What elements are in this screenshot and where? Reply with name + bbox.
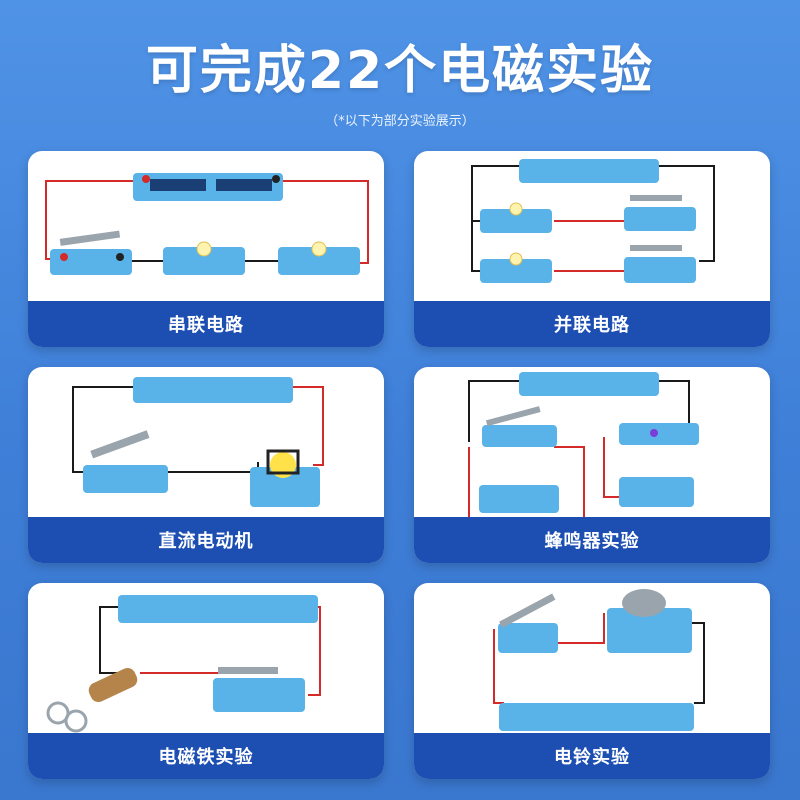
parallel-circuit-photo [471, 159, 715, 283]
electric-bell-photo [493, 589, 705, 731]
card-label: 串联电路 [28, 301, 384, 347]
card-label: 电磁铁实验 [28, 733, 384, 779]
buzzer-photo [468, 372, 699, 517]
electromagnet-photo [46, 595, 321, 733]
page-subtitle: （*以下为部分实验展示） [325, 114, 475, 129]
card-electric-bell: 电铃实验 [414, 583, 770, 779]
card-dc-motor: 直流电动机 [28, 367, 384, 563]
card-label: 直流电动机 [28, 517, 384, 563]
page-title: 可完成22个电磁实验 [145, 41, 655, 101]
dc-motor-photo [72, 377, 324, 507]
card-series-circuit: 串联电路 [28, 151, 384, 347]
card-label: 电铃实验 [414, 733, 770, 779]
card-electromagnet: 电磁铁实验 [28, 583, 384, 779]
card-buzzer: 蜂鸣器实验 [414, 367, 770, 563]
card-label: 并联电路 [414, 301, 770, 347]
series-circuit-photo [45, 173, 369, 275]
card-parallel-circuit: 并联电路 [414, 151, 770, 347]
card-label: 蜂鸣器实验 [414, 517, 770, 563]
